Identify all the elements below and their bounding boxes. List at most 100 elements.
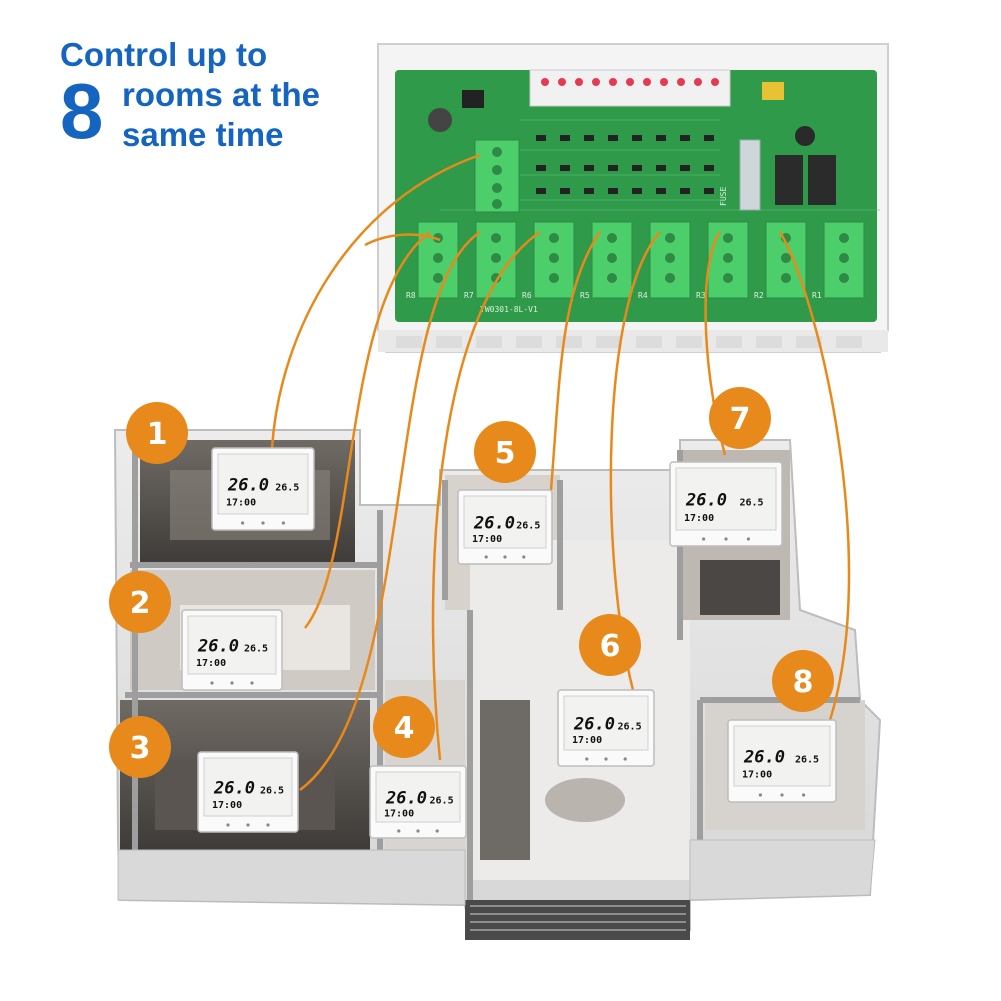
thermostat-room-1: 26.0 26.5 17:00 — [211, 447, 315, 531]
relay-label-r4: R4 — [638, 291, 648, 300]
room-badge-circle — [772, 650, 834, 712]
thermostat-touch-button[interactable] — [484, 555, 488, 559]
room-badge-2: 2 — [109, 571, 171, 633]
relay-label-r3: R3 — [696, 291, 706, 300]
thermostat-time: 17:00 — [684, 513, 714, 524]
thermostat-touch-button[interactable] — [604, 757, 608, 761]
thermostat-touch-button[interactable] — [266, 823, 270, 827]
room-badge-number: 5 — [495, 436, 516, 471]
headline-line-1: Control up to — [60, 36, 268, 73]
room-badge-circle — [474, 421, 536, 483]
relay-label-r1: R1 — [812, 291, 822, 300]
headline-line-2: rooms at the — [122, 76, 321, 113]
room-badge-8: 8 — [772, 650, 834, 712]
thermostat-temp: 26.0 — [385, 788, 427, 808]
room-badge-circle — [109, 571, 171, 633]
zone-terminals — [417, 221, 865, 299]
thermostat-touch-button[interactable] — [585, 757, 589, 761]
thermostat-time: 17:00 — [196, 658, 226, 669]
thermostat-temp: 26.0 — [473, 513, 515, 533]
headline-line-3: same time — [122, 116, 284, 153]
thermostat-setpoint: 26.5 — [516, 520, 540, 531]
thermostat-setpoint: 26.5 — [260, 786, 284, 797]
relay-label-r2: R2 — [754, 291, 764, 300]
room-badge-5: 5 — [474, 421, 536, 483]
thermostat-touch-button[interactable] — [241, 521, 245, 525]
room-badge-1: 1 — [126, 402, 188, 464]
room-badge-6: 6 — [579, 614, 641, 676]
thermostat-setpoint: 26.5 — [244, 644, 268, 655]
thermostat-setpoint: 26.5 — [618, 722, 642, 733]
room-badges: 1 2 3 4 5 6 7 8 — [109, 387, 834, 778]
thermostat-temp: 26.0 — [573, 715, 615, 735]
thermostat-temp: 26.0 — [197, 637, 239, 657]
thermostat-time: 17:00 — [212, 800, 242, 811]
relay-label-r8: R8 — [406, 291, 416, 300]
thermostat-touch-button[interactable] — [261, 521, 265, 525]
headline-number: 8 — [60, 67, 104, 155]
thermostat-touch-button[interactable] — [503, 555, 507, 559]
relay-label-r6: R6 — [522, 291, 532, 300]
relay-label-r5: R5 — [580, 291, 590, 300]
thermostat-touch-button[interactable] — [246, 823, 250, 827]
relay-labels: R8 R7 R6 R5 R4 R3 R2 R1 — [406, 291, 822, 300]
thermostat-touch-button[interactable] — [416, 829, 420, 833]
thermostat-temp: 26.0 — [227, 476, 269, 496]
thermostat-temp: 26.0 — [743, 748, 785, 768]
thermostat-touch-button[interactable] — [435, 829, 439, 833]
thermostat-touch-button[interactable] — [758, 793, 763, 797]
thermostat-setpoint: 26.5 — [795, 755, 819, 766]
room-badge-number: 2 — [130, 586, 151, 621]
thermostat-room-8: 26.0 26.5 17:00 — [727, 719, 837, 803]
fuse-label: FUSE — [719, 187, 728, 206]
thermostat-temp: 26.0 — [685, 491, 727, 511]
thermostat-setpoint: 26.5 — [430, 795, 454, 806]
room-badge-circle — [126, 402, 188, 464]
thermostat-time: 17:00 — [226, 497, 256, 508]
room-badge-4: 4 — [373, 696, 435, 758]
wiring-center-box: FUSE YW0301-8L-V1 R8 — [377, 43, 889, 353]
thermostat-room-7: 26.0 26.5 17:00 — [669, 461, 783, 547]
room-badge-7: 7 — [709, 387, 771, 449]
room-badge-number: 7 — [730, 402, 751, 437]
thermostat-touch-button[interactable] — [230, 681, 234, 685]
thermostat-touch-button[interactable] — [702, 537, 706, 541]
room-badge-circle — [109, 716, 171, 778]
thermostat-setpoint: 26.5 — [275, 483, 299, 494]
thermostat-time: 17:00 — [472, 534, 502, 545]
thermostat-touch-button[interactable] — [397, 829, 401, 833]
thermostat-time: 17:00 — [384, 808, 414, 819]
thermostat-touch-button[interactable] — [802, 793, 806, 797]
room-badge-number: 4 — [394, 711, 415, 746]
thermostat-room-2: 26.0 26.5 17:00 — [181, 609, 283, 691]
room-badge-number: 3 — [130, 731, 151, 766]
thermostat-touch-button[interactable] — [281, 521, 285, 525]
room-badge-number: 1 — [147, 417, 168, 452]
thermostat-room-3: 26.0 26.5 17:00 — [197, 751, 299, 833]
thermostat-time: 17:00 — [742, 769, 772, 780]
room-badge-circle — [709, 387, 771, 449]
board-model-label: YW0301-8L-V1 — [480, 305, 538, 314]
room-badge-circle — [579, 614, 641, 676]
thermostat-touch-button[interactable] — [522, 555, 526, 559]
thermostat-touch-button[interactable] — [746, 537, 751, 541]
thermostat-temp: 26.0 — [213, 779, 255, 799]
room-badge-number: 8 — [793, 665, 814, 700]
thermostat-touch-button[interactable] — [226, 823, 230, 827]
thermostat-setpoint: 26.5 — [739, 498, 763, 509]
thermostat-touch-button[interactable] — [724, 537, 728, 541]
relay-label-r7: R7 — [464, 291, 474, 300]
room-badge-number: 6 — [600, 629, 621, 664]
room-badge-circle — [373, 696, 435, 758]
thermostat-time: 17:00 — [572, 735, 602, 746]
room-badge-3: 3 — [109, 716, 171, 778]
thermostat-touch-button[interactable] — [623, 757, 627, 761]
thermostat-touch-button[interactable] — [250, 681, 254, 685]
thermostat-touch-button[interactable] — [210, 681, 214, 685]
thermostat-touch-button[interactable] — [780, 793, 784, 797]
